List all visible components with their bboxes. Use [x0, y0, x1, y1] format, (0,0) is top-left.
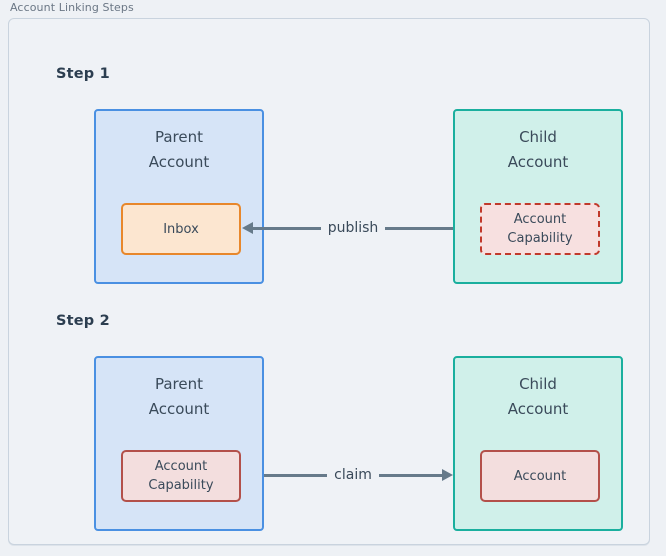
account-chip-step2: Account	[480, 450, 600, 502]
arrow-line-segment	[385, 226, 453, 230]
parent-account-box-step2: Parent Account Account Capability	[94, 356, 264, 531]
claim-arrow-label: claim	[334, 467, 372, 483]
claim-arrow-step2: claim	[264, 464, 454, 486]
parent-account-title-step2: Parent Account	[148, 375, 210, 418]
figure-title: Account Linking Steps	[10, 1, 134, 14]
account-capability-chip-step2: Account Capability	[121, 450, 241, 502]
child-account-title-step1: Child Account	[507, 128, 569, 171]
publish-arrow-step1: publish	[242, 217, 453, 239]
arrow-head-right-icon	[442, 469, 454, 481]
arrow-head-left-icon	[242, 222, 253, 234]
parent-account-box-step1: Parent Account Inbox	[94, 109, 264, 284]
arrow-line-segment	[378, 473, 443, 477]
step-2-heading: Step 2	[56, 313, 110, 329]
arrow-line-segment	[253, 226, 321, 230]
inbox-chip-step1: Inbox	[121, 203, 241, 255]
publish-arrow-label: publish	[327, 220, 379, 236]
account-capability-chip-step1: Account Capability	[480, 203, 600, 255]
step-1-heading: Step 1	[56, 66, 110, 82]
child-account-title-step2: Child Account	[507, 375, 569, 418]
diagram-panel: Step 1 Parent Account Inbox publish Chil…	[8, 18, 650, 545]
arrow-line-segment	[264, 473, 328, 477]
parent-account-title-step1: Parent Account	[148, 128, 210, 171]
child-account-box-step1: Child Account Account Capability	[453, 109, 623, 284]
child-account-box-step2: Child Account Account	[453, 356, 623, 531]
